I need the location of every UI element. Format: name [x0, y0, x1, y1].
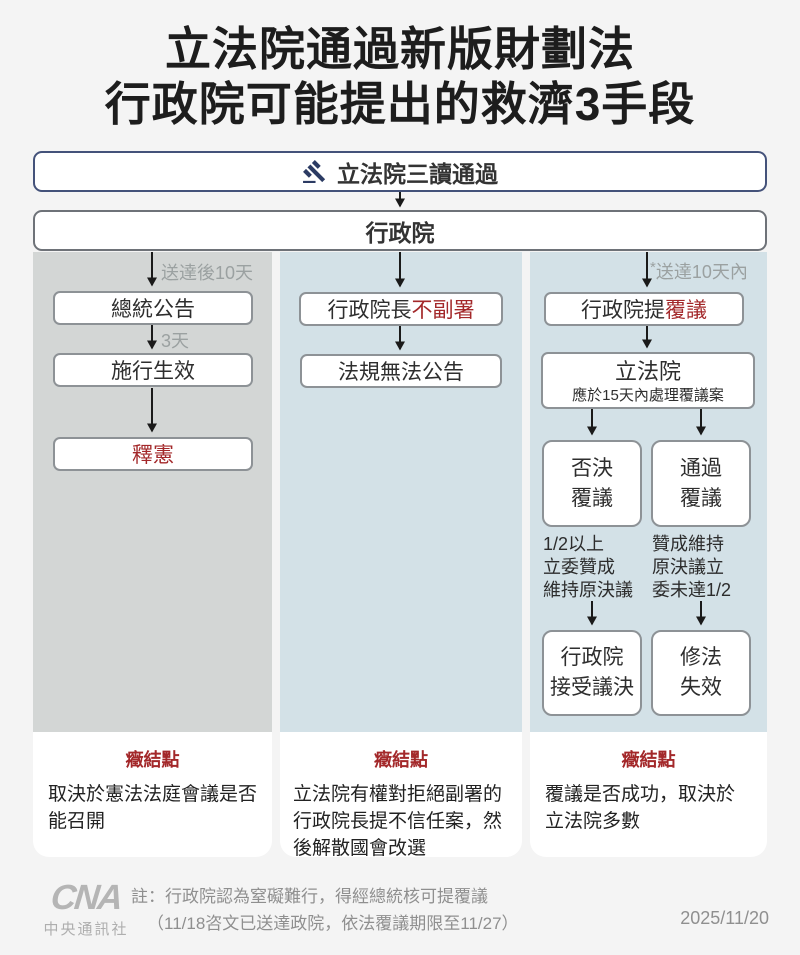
box-president-promulgates-label: 總統公告 [111, 298, 195, 321]
box-reject-reconsideration: 否決 覆議 [542, 440, 642, 527]
cna-logo-label: 中央通訊社 [43, 921, 129, 938]
issue-card-countersign: 癥結點 立法院有權對拒絕副署的行政院長提不信任案，然後解散國會改選 [280, 732, 522, 859]
box-constitutional-interpretation: 釋憲 [53, 437, 253, 471]
box-executive-proposes-reconsideration: 行政院提覆議 [544, 292, 744, 326]
box-premier-no-countersign: 行政院長不副署 [299, 292, 503, 326]
box-executive-accepts-decision: 行政院 接受議決 [542, 630, 642, 716]
premier-label: 行政院長 [327, 299, 412, 322]
column-band-countersign [280, 252, 522, 732]
note-half-legislators-uphold: 1/2以上 立委贊成 維持原決議 [543, 534, 633, 600]
box-takes-effect: 施行生效 [53, 353, 253, 387]
box-legislature-third-reading: 立法院三讀通過 [33, 151, 767, 192]
box-executive-yuan: 行政院 [33, 210, 767, 251]
label-3-days: 3天 [161, 331, 190, 351]
box-pass-reconsideration-label: 通過 覆議 [680, 456, 722, 510]
reconsideration-label: 覆議 [665, 299, 707, 322]
issue-card-constitutional: 癥結點 取決於憲法法庭會議是否能召開 [33, 732, 272, 857]
legislature-label: 立法院 [614, 358, 681, 384]
box-legislature-handles-reconsideration: 立法院 應於15天內處理覆議案 [541, 352, 755, 409]
box-constitutional-interpretation-label: 釋憲 [132, 444, 174, 467]
no-countersign-label: 不副署 [411, 299, 475, 322]
issue-card-text: 取決於憲法法庭會議是否能召開 [48, 784, 258, 832]
page-title: 立法院通過新版財劃法 行政院可能提出的救濟3手段 [0, 22, 800, 132]
issue-card-title: 癥結點 [374, 750, 428, 770]
issue-card-text: 立法院有權對拒絕副署的行政院長提不信任案，然後解散國會改選 [293, 784, 503, 859]
title-line-1: 立法院通過新版財劃法 [165, 23, 635, 75]
box-amendment-void-label: 修法 失效 [680, 646, 722, 699]
footnote: 註：行政院認為窒礙難行，得經總統核可提覆議 （11/18咨文已送達政院，依法覆議… [131, 883, 519, 937]
issue-card-reconsideration: 癥結點 覆議是否成功，取決於立法院多數 [530, 732, 767, 857]
box-pass-reconsideration: 通過 覆議 [651, 440, 751, 527]
label-within-10-days: *送達10天內 [650, 258, 748, 284]
gavel-icon [302, 159, 327, 184]
box-law-cannot-be-promulgated-label: 法規無法公告 [338, 361, 464, 384]
cna-logo: CNA 中央通訊社 [40, 878, 132, 939]
issue-card-title: 癥結點 [621, 750, 676, 770]
cna-logo-mark: CNA [49, 878, 124, 917]
label-10-days-after-delivery: 送達後10天 [161, 263, 254, 283]
issue-card-title: 癥結點 [125, 750, 180, 770]
box-legislature-label: 立法院三讀通過 [337, 160, 498, 187]
asterisk: * [650, 259, 656, 276]
issue-card-text: 覆議是否成功，取決於立法院多數 [545, 784, 736, 832]
box-takes-effect-label: 施行生效 [111, 360, 195, 383]
box-president-promulgates: 總統公告 [53, 291, 253, 325]
title-line-2: 行政院可能提出的救濟3手段 [104, 78, 696, 130]
executive-proposes-label: 行政院提 [581, 299, 665, 322]
box-amendment-void: 修法 失效 [651, 630, 751, 716]
footnote-line-2: （11/18咨文已送達政院，依法覆議期限至11/27） [147, 914, 519, 933]
box-reject-reconsideration-label: 否決 覆議 [571, 456, 613, 510]
note-uphold-below-half: 贊成維持 原決議立 委未達1/2 [652, 534, 732, 600]
box-executive-accepts-decision-label: 行政院 接受議決 [550, 646, 634, 699]
handle-within-15-days-label: 應於15天內處理覆議案 [572, 386, 724, 404]
label-within-10-days-text: 送達10天內 [655, 262, 748, 282]
footnote-line-1: 註：行政院認為窒礙難行，得經總統核可提覆議 [131, 887, 488, 906]
box-executive-label: 行政院 [365, 219, 435, 246]
box-law-cannot-be-promulgated: 法規無法公告 [300, 354, 502, 388]
publication-date: 2025/11/20 [680, 908, 769, 928]
